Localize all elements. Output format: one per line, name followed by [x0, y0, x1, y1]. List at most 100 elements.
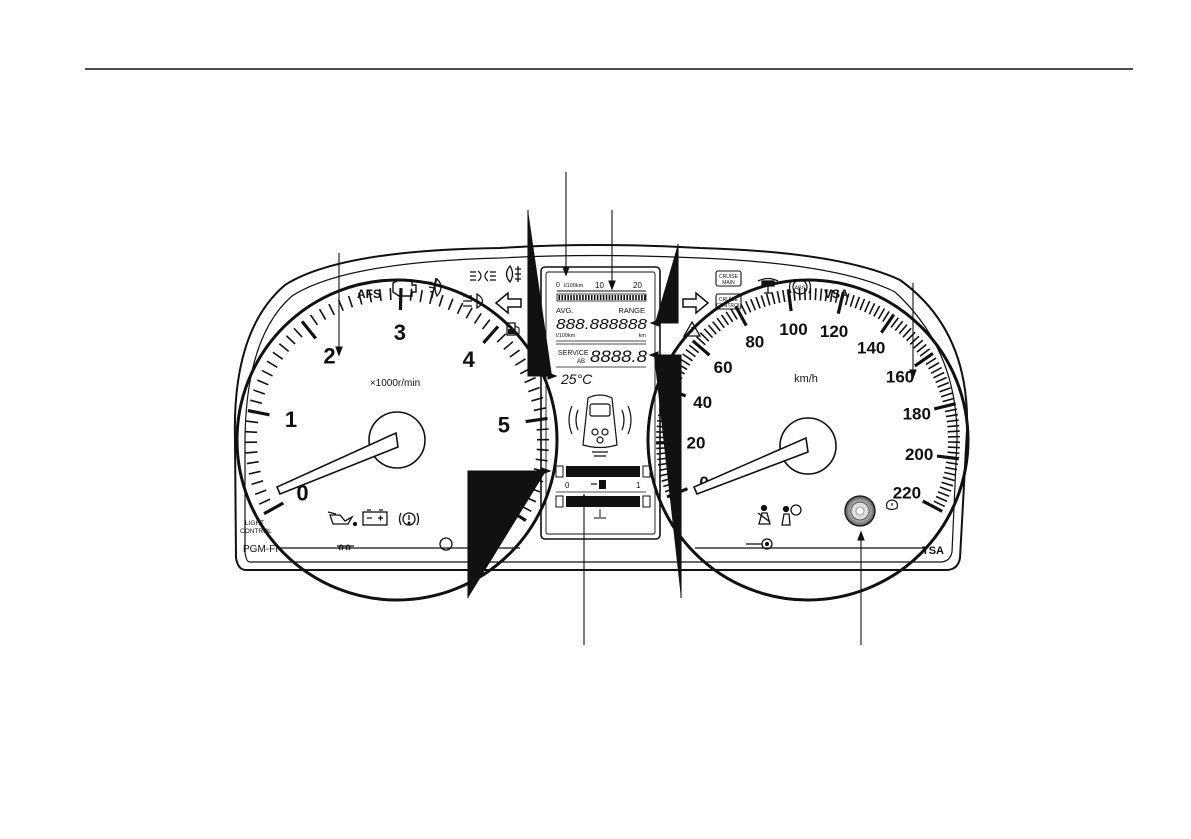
speedo-tick	[913, 352, 934, 368]
tach-tick	[328, 303, 335, 316]
speedo-tick	[947, 451, 960, 455]
speedo-tick	[906, 331, 916, 342]
speedo-tick	[933, 371, 945, 379]
select-knob[interactable]	[844, 495, 876, 527]
bargraph-segment	[579, 295, 581, 300]
outside-temperature: 25°C	[560, 371, 593, 387]
speedo-tick	[685, 348, 697, 358]
speedo-tick	[939, 387, 952, 393]
speedo-tick	[814, 288, 817, 301]
speedo-number: 20	[687, 433, 706, 452]
bargraph-segment	[576, 295, 578, 300]
speedo-tick	[942, 476, 955, 482]
vsa-label: VSA	[824, 287, 849, 301]
tach-tick	[246, 460, 259, 465]
avg-label: AVG.	[556, 306, 573, 315]
bargraph-segment	[561, 295, 564, 300]
bargraph-segment	[573, 295, 575, 300]
speedo-number: 160	[886, 367, 914, 386]
speedo-tick	[877, 308, 886, 320]
speedo-tick	[688, 344, 700, 354]
speedo-tick	[834, 290, 839, 303]
fog-light-icon	[428, 277, 442, 299]
speedo-tick	[922, 499, 943, 513]
tach-tick	[258, 498, 271, 505]
light-control-label-2: CONTROL	[240, 528, 272, 535]
speedo-tick	[868, 303, 876, 315]
bargraph-segment	[605, 295, 608, 300]
instant-fuel-bargraph	[556, 293, 647, 302]
speedo-tick	[864, 300, 871, 313]
bargraph-segment	[582, 295, 584, 300]
tach-tick	[248, 470, 261, 475]
speedo-tick	[940, 392, 953, 398]
speedo-tick	[945, 466, 958, 471]
speedo-unit: km/h	[794, 373, 818, 385]
abs-text: ABS	[794, 286, 805, 292]
bargraph-segment	[638, 295, 640, 300]
speedo-tick	[930, 366, 943, 374]
tach-tick	[419, 289, 423, 303]
fuel-scale-unit: l/100km	[564, 283, 584, 289]
tach-tick	[251, 480, 264, 486]
tach-number: 1	[285, 407, 297, 432]
center-display: 0 l/100km 10 20 AVG. RANGE 888.888888 l/…	[540, 266, 661, 540]
tach-tick	[389, 288, 392, 301]
fuel-gauge-empty: 0	[565, 481, 570, 490]
bargraph-segment	[629, 295, 631, 300]
speedo-tick	[890, 317, 899, 328]
tach-tick	[509, 349, 521, 358]
speedo-tick	[947, 446, 960, 449]
tach-tick	[533, 407, 546, 412]
tach-tick	[266, 360, 278, 369]
service-label: SERVICE	[558, 350, 589, 357]
speedo-tick	[902, 327, 912, 338]
speedo-tick	[716, 317, 725, 329]
speedo-tick	[880, 313, 896, 334]
bargraph-segments	[558, 295, 646, 300]
bargraph-segment	[644, 295, 646, 300]
tach-tick	[278, 343, 290, 352]
pgm-fi-label: PGM-FI	[243, 544, 278, 555]
tach-ticks	[245, 288, 550, 522]
cruise-main-indicator: CRUISE MAIN	[715, 270, 742, 287]
bargraph-segment	[564, 295, 566, 300]
tach-tick	[254, 489, 267, 496]
speedo-numbers: 020406080100120140160180200220	[687, 320, 934, 503]
afs-label: AFS	[357, 287, 381, 301]
cruise-control-indicator: CRUISE CONTROL	[715, 293, 742, 310]
tach-tick	[272, 351, 284, 360]
bargraph-segment	[602, 295, 605, 300]
speedo-tick	[786, 289, 793, 312]
oil-pressure-icon	[327, 511, 358, 527]
speedo-tick	[844, 293, 850, 306]
speedo-tick	[913, 339, 924, 349]
speedo-tick	[824, 289, 828, 302]
speedo-tick	[898, 324, 908, 335]
callout-odometer	[655, 244, 679, 324]
speedo-tick	[944, 471, 957, 476]
fuel-scale-0: 0	[556, 282, 560, 289]
warning-triangle-icon	[682, 320, 702, 337]
tach-tick	[309, 314, 319, 326]
tach-number: 4	[463, 347, 476, 372]
speedo-number: 180	[903, 404, 931, 423]
speedo-tick	[941, 481, 954, 487]
speedo-tick	[819, 288, 823, 301]
tach-tick	[482, 325, 500, 344]
speedo-tick	[859, 298, 866, 311]
speedo-number: 140	[857, 339, 885, 358]
tach-tick	[256, 379, 269, 386]
bargraph-segment	[593, 295, 596, 300]
speedo-tick	[745, 301, 752, 313]
speedo-tick	[916, 343, 927, 353]
display-inner-frame	[545, 271, 656, 535]
cruise-main-line2: MAIN	[722, 280, 735, 286]
tach-tick	[300, 320, 318, 340]
tach-number: 5	[498, 413, 510, 438]
airbag-icon	[781, 504, 802, 526]
seatbelt-icon	[757, 504, 771, 525]
bargraph-segment	[632, 295, 634, 300]
bargraph-segment	[558, 295, 561, 300]
